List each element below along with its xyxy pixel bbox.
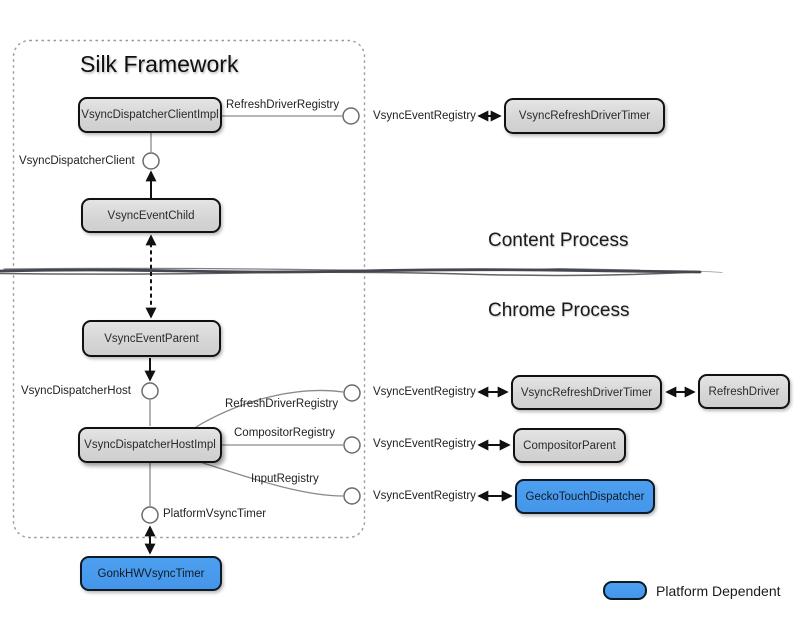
label-input-registry: InputRegistry xyxy=(251,473,319,485)
node-label: VsyncDispatcherClientImpl xyxy=(81,109,219,121)
label-vsync-dispatcher-client: VsyncDispatcherClient xyxy=(19,155,135,167)
node-gecko-touch-dispatcher: GeckoTouchDispatcher xyxy=(515,479,655,514)
node-compositor-parent: CompositorParent xyxy=(513,428,626,463)
legend-platform-dependent-label: Platform Dependent xyxy=(656,582,781,599)
node-refresh-driver: RefreshDriver xyxy=(698,374,790,409)
label-vsync-event-registry-content: VsyncEventRegistry xyxy=(373,110,476,122)
connector-hostimpl-refreshdriverregistry xyxy=(195,389,344,428)
label-compositor-registry: CompositorRegistry xyxy=(234,427,335,439)
content-process-label: Content Process xyxy=(488,230,629,251)
legend: Platform Dependent xyxy=(603,581,781,600)
interface-circle-refreshdriverregistry-content xyxy=(342,107,360,125)
silk-framework-container xyxy=(12,39,366,539)
label-platform-vsync-timer: PlatformVsyncTimer xyxy=(163,508,267,520)
node-vsync-refresh-driver-timer-content: VsyncRefreshDriverTimer xyxy=(504,98,665,134)
label-vsync-dispatcher-host: VsyncDispatcherHost xyxy=(21,385,131,397)
interface-circle-vsyncdispatcherclient xyxy=(142,152,160,170)
legend-platform-dependent-swatch xyxy=(603,581,647,600)
interface-circle-refreshdriverregistry-chrome xyxy=(343,384,361,402)
interface-circle-compositorregistry xyxy=(343,436,361,454)
label-vsync-event-registry-input: VsyncEventRegistry xyxy=(373,490,476,502)
node-label: GonkHWVsyncTimer xyxy=(97,567,205,580)
node-label: RefreshDriver xyxy=(708,385,780,398)
node-label: GeckoTouchDispatcher xyxy=(525,490,645,503)
label-vsync-event-registry-refresh: VsyncEventRegistry xyxy=(373,386,476,398)
connector-hostimpl-inputregistry xyxy=(199,461,344,497)
node-label: VsyncRefreshDriverTimer xyxy=(518,110,651,122)
label-vsync-event-registry-compositor: VsyncEventRegistry xyxy=(373,438,476,450)
node-label: VsyncEventParent xyxy=(104,332,199,345)
label-refresh-driver-registry-chrome: RefreshDriverRegistry xyxy=(225,398,339,410)
node-vsync-event-child: VsyncEventChild xyxy=(81,198,221,233)
node-vsync-dispatcher-client-impl: VsyncDispatcherClientImpl xyxy=(78,97,222,133)
interface-circle-platformvsynctimer xyxy=(141,506,159,524)
node-label: VsyncDispatcherHostImpl xyxy=(84,439,216,451)
label-refresh-driver-registry-content: RefreshDriverRegistry xyxy=(226,99,340,111)
node-label: VsyncEventChild xyxy=(107,209,195,222)
process-divider xyxy=(0,267,723,277)
interface-circle-vsyncdispatcherhost xyxy=(141,382,159,400)
node-gonk-hw-vsync-timer: GonkHWVsyncTimer xyxy=(80,556,222,591)
interface-circle-inputregistry xyxy=(343,487,361,505)
node-vsync-dispatcher-host-impl: VsyncDispatcherHostImpl xyxy=(78,427,222,463)
diagram-title: Silk Framework xyxy=(80,51,239,77)
node-vsync-refresh-driver-timer-chrome: VsyncRefreshDriverTimer xyxy=(511,375,662,410)
node-vsync-event-parent: VsyncEventParent xyxy=(82,320,221,357)
node-label: VsyncRefreshDriverTimer xyxy=(520,386,653,399)
node-label: CompositorParent xyxy=(523,439,616,452)
chrome-process-label: Chrome Process xyxy=(488,300,630,321)
